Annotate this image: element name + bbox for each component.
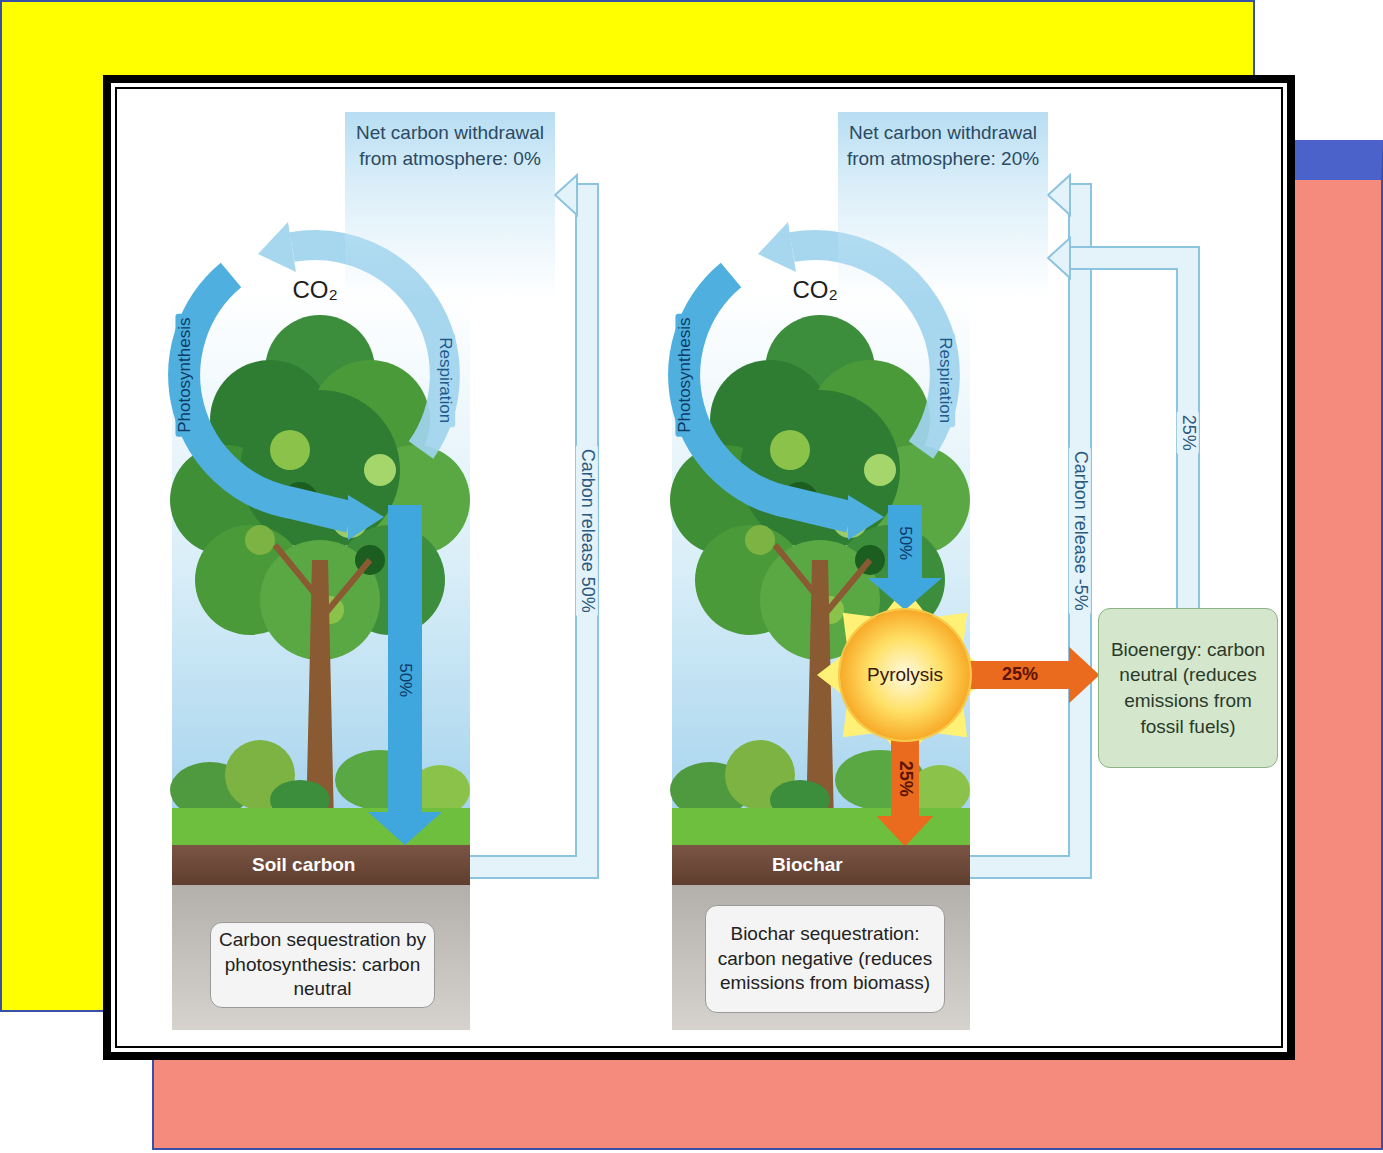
edge-label: Carbon release -5% (1069, 447, 1091, 615)
node-text: Soil carbon (252, 845, 470, 876)
edge-label-text: Carbon release -5% (1071, 451, 1091, 611)
edge-label-text: 25% (1002, 664, 1038, 684)
co2-label-text: CO₂ (293, 276, 338, 303)
edge-label: 25% (1177, 411, 1199, 455)
withdrawal-band: Net carbon withdrawal from atmosphere: 0… (345, 112, 555, 300)
soil-layer: BiocharBiochar sequestration: carbon neg… (672, 845, 970, 1030)
carbon-down-arrow (368, 505, 442, 845)
node-text: Pyrolysis (867, 664, 943, 686)
arrow-head (1048, 238, 1070, 278)
caption-box: Biochar sequestration: carbon negative (… (705, 905, 945, 1013)
soil-layer: Soil carbonCarbon sequestration by photo… (172, 845, 470, 1030)
arrow-head (1048, 175, 1070, 215)
flow-arrow (970, 649, 1098, 701)
edge-label: 25% (894, 756, 916, 800)
right-tree (670, 222, 970, 848)
flow-arrow (879, 740, 931, 845)
node-text: Biochar sequestration: carbon negative (… (714, 922, 936, 996)
process-label: Respiration (935, 333, 955, 427)
percent-label: 50% (895, 522, 915, 564)
edge-label-text: Carbon release 50% (578, 449, 598, 613)
node-text: Carbon sequestration by photosynthesis: … (219, 928, 426, 1002)
percent-label-text: 50% (396, 663, 415, 697)
process-label: Photosynthesis (675, 314, 695, 437)
edge-label-text: 25% (896, 760, 916, 796)
edge-label-text: 25% (1179, 415, 1199, 451)
node-text: Bioenergy: carbon neutral (reduces emiss… (1107, 637, 1269, 740)
node-text: Biochar (772, 845, 970, 876)
pyrolysis-rays (817, 587, 993, 763)
carbon-down-arrow (868, 505, 942, 610)
co2-label-text: CO₂ (793, 276, 838, 303)
co2-label: CO₂ (789, 276, 842, 305)
edge-label: 25% (998, 664, 1042, 686)
node-text: Net carbon withdrawal from atmosphere: 2… (842, 120, 1044, 171)
pyrolysis-circle: Pyrolysis (840, 610, 970, 740)
withdrawal-band: Net carbon withdrawal from atmosphere: 2… (838, 112, 1048, 300)
left-tree (170, 222, 470, 848)
arrow-head (1070, 649, 1098, 701)
bioenergy-box: Bioenergy: carbon neutral (reduces emiss… (1098, 608, 1278, 768)
process-label-text: Respiration (936, 337, 955, 423)
process-label-text: Photosynthesis (675, 318, 694, 433)
process-label-text: Respiration (436, 337, 455, 423)
edge-label: Carbon release 50% (576, 445, 598, 617)
arrow-shaft (970, 661, 1070, 689)
percent-label-text: 50% (896, 526, 915, 560)
arrow-shaft (891, 740, 919, 817)
node-text: Net carbon withdrawal from atmosphere: 0… (349, 120, 551, 171)
arrow-head (879, 817, 931, 845)
process-label-text: Photosynthesis (175, 318, 194, 433)
process-label: Photosynthesis (175, 314, 195, 437)
arrow-head (555, 175, 577, 215)
co2-label: CO₂ (289, 276, 342, 305)
caption-box: Carbon sequestration by photosynthesis: … (210, 922, 435, 1008)
process-label: Respiration (435, 333, 455, 427)
percent-label: 50% (395, 659, 415, 701)
